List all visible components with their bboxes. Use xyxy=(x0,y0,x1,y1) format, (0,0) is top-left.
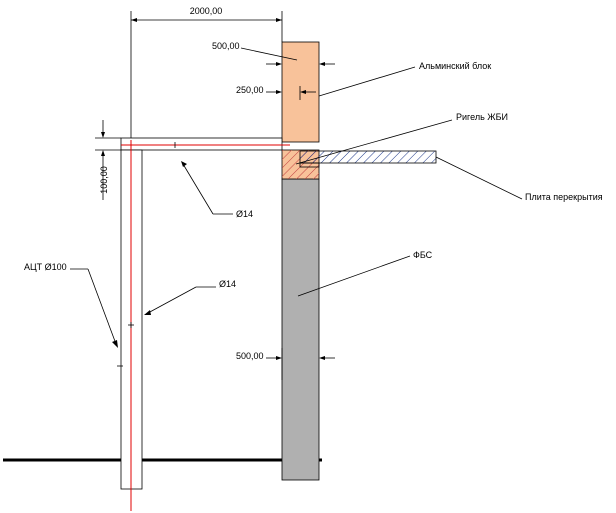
label-rebar-1: Ø14 xyxy=(236,209,253,219)
dim-100-arrow-top xyxy=(101,132,105,138)
dim-500-top-arrow-left xyxy=(276,62,282,66)
dim-fbs-arrow-left xyxy=(276,356,282,360)
leader-floor-slab xyxy=(435,156,523,200)
label-rc-beam: Ригель ЖБИ xyxy=(456,112,508,122)
dim-block-width-label: 500,00 xyxy=(212,41,240,51)
label-pipe: АЦТ Ø100 xyxy=(24,262,67,272)
leader-pipe xyxy=(87,268,117,345)
leader-pipe-arrow xyxy=(112,340,118,348)
label-floor-slab: Плита перекрытия xyxy=(525,192,603,202)
dim-100-arrow-bottom xyxy=(101,150,105,156)
label-aerated-block: Альминский блок xyxy=(419,61,491,71)
floor-slab-bottom-ledge xyxy=(299,162,320,168)
dim-fbs-arrow-right xyxy=(319,356,325,360)
leader-rebar-2-arrow xyxy=(144,310,151,315)
leader-rebar-1-arrow xyxy=(181,161,187,167)
label-rebar-2: Ø14 xyxy=(219,279,236,289)
leader-aerated-block xyxy=(318,66,416,97)
fbs-block xyxy=(281,178,320,481)
dim-arrow-right xyxy=(276,18,282,22)
leader-rebar-2 xyxy=(147,286,197,314)
leader-rebar-1 xyxy=(182,163,214,215)
dim-500-top-arrow-right xyxy=(319,62,325,66)
dim-height-label: 100,00 xyxy=(99,166,109,194)
dim-block-offset-label: 250,00 xyxy=(236,85,264,95)
dim-250-arrow-left xyxy=(276,90,282,94)
leader-fbs xyxy=(297,255,411,297)
leader-rc-beam xyxy=(295,119,453,165)
dim-250-arrow-right xyxy=(300,90,306,94)
dim-arrow-left xyxy=(131,18,137,22)
label-fbs: ФБС xyxy=(413,250,433,260)
dim-500-leader xyxy=(240,47,298,61)
dim-span-label: 2000,00 xyxy=(190,6,223,16)
dim-fbs-width-label: 500,00 xyxy=(236,351,264,361)
canopy-beam xyxy=(120,137,283,151)
